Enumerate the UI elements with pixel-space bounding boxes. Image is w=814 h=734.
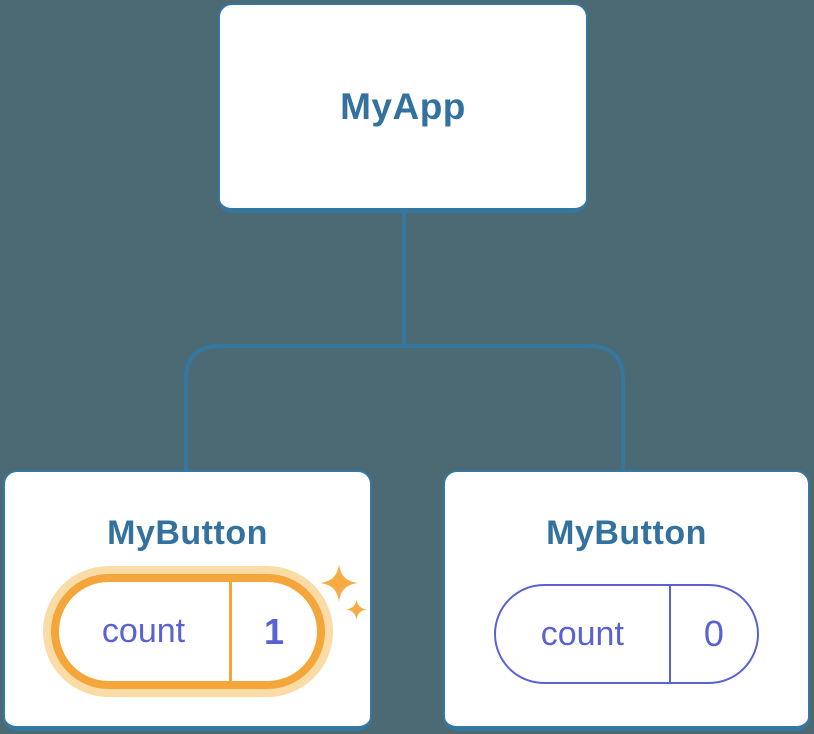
pill-divider xyxy=(668,586,671,682)
component-node-root: MyApp xyxy=(218,3,588,213)
state-name: count xyxy=(101,612,186,650)
state-value: 1 xyxy=(263,610,285,652)
component-node-button-1: MyButton count 1 xyxy=(3,470,372,731)
state-name: count xyxy=(540,614,624,653)
node-title: MyButton xyxy=(546,514,707,552)
state-pill: count 0 xyxy=(494,584,759,684)
connector-branch xyxy=(184,344,625,470)
node-title: MyApp xyxy=(340,85,466,127)
sparkle-icon xyxy=(320,564,358,602)
pill-divider xyxy=(228,582,232,681)
state-pill: count 1 xyxy=(50,574,325,689)
state-highlight-ring: count 1 xyxy=(42,566,333,697)
component-node-button-2: MyButton count 0 xyxy=(443,470,810,731)
state-value: 0 xyxy=(703,613,724,654)
node-title: MyButton xyxy=(107,514,268,552)
sparkle-icon xyxy=(346,599,367,620)
